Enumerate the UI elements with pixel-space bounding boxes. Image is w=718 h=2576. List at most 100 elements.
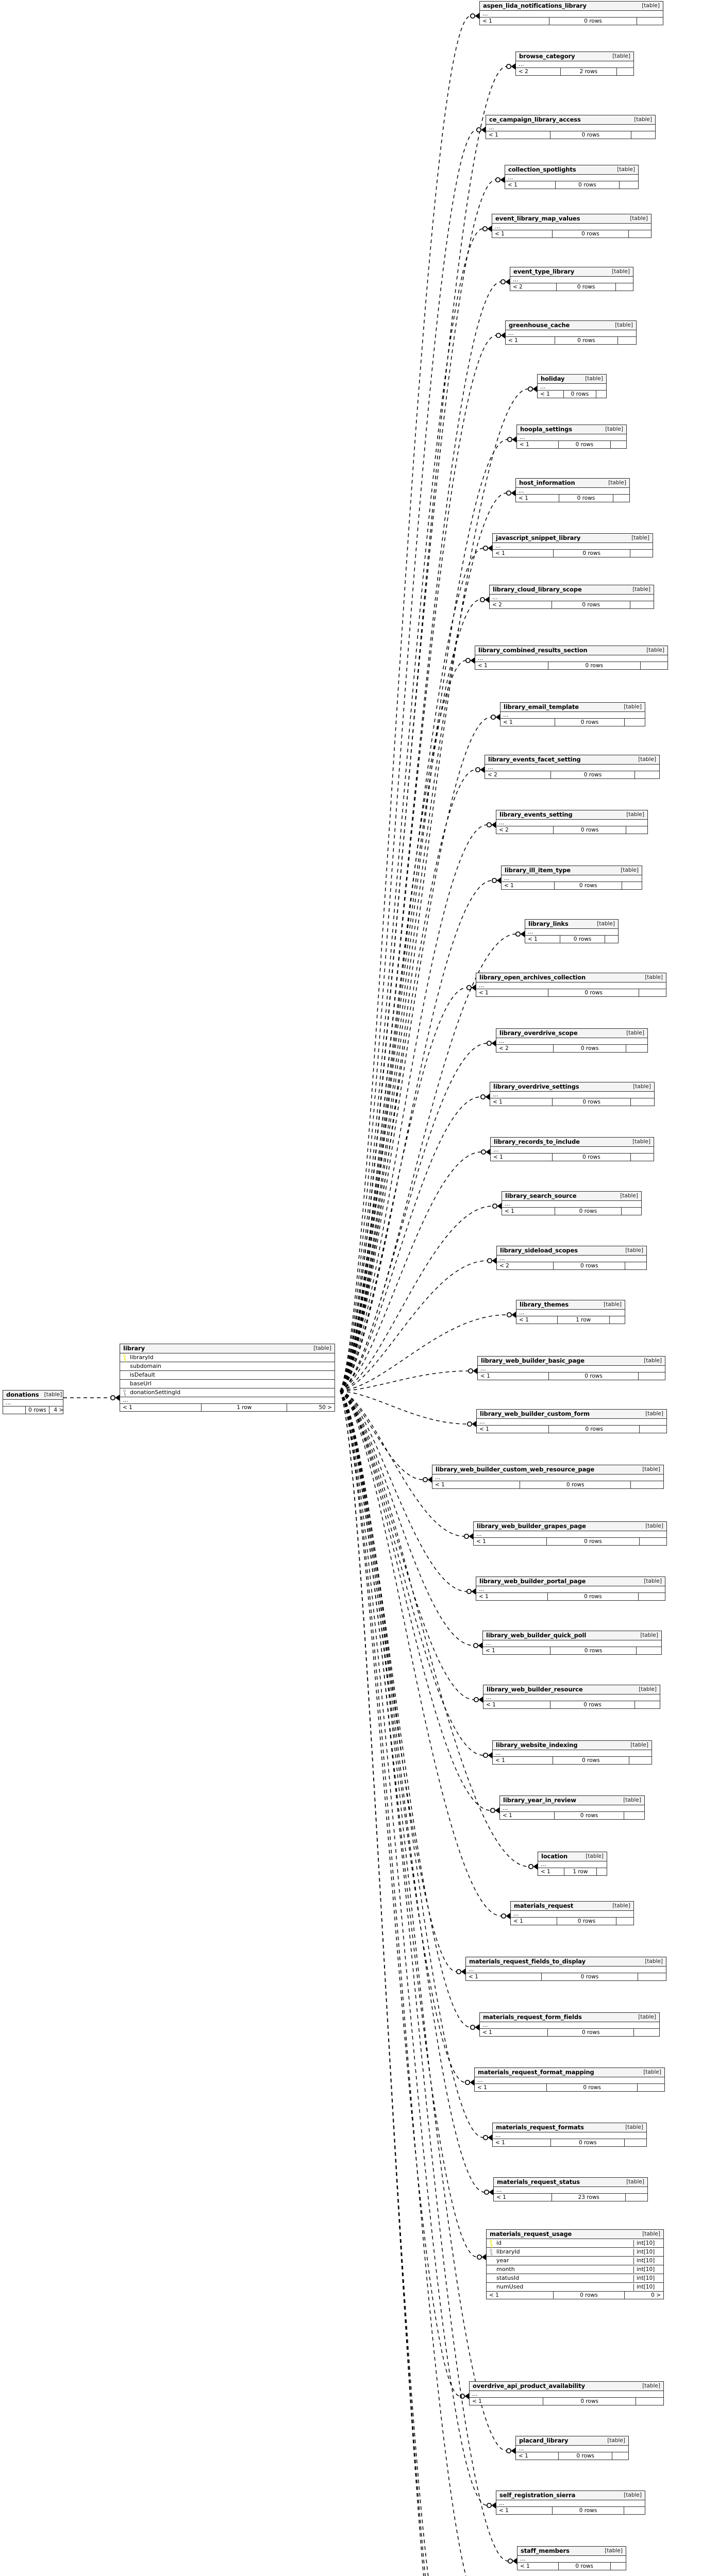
row-count: 0 rows bbox=[548, 989, 640, 997]
collapsed-columns-indicator: ... bbox=[476, 1586, 665, 1594]
table-node[interactable]: library_web_builder_resource[table]...< … bbox=[483, 1685, 660, 1709]
table-name: staff_members bbox=[521, 2547, 570, 2554]
table-header: ce_campaign_library_access[table] bbox=[486, 115, 655, 125]
child-count bbox=[618, 337, 636, 344]
table-node[interactable]: library_web_builder_custom_web_resource_… bbox=[432, 1465, 664, 1489]
column-row[interactable]: subdomain bbox=[120, 1362, 335, 1371]
table-node[interactable]: library_web_builder_portal_page[table]..… bbox=[476, 1577, 665, 1601]
table-node[interactable]: library_web_builder_basic_page[table]...… bbox=[477, 1356, 665, 1381]
row-count: 0 rows bbox=[548, 1593, 639, 1601]
collapsed-columns-indicator: ... bbox=[506, 330, 636, 337]
relationship-line bbox=[340, 548, 484, 1392]
column-row[interactable]: libraryId bbox=[120, 1353, 335, 1363]
crowsfoot-connector bbox=[470, 2024, 479, 2030]
table-header: library_open_archives_collection[table] bbox=[476, 973, 666, 983]
table-header: event_type_library[table] bbox=[510, 267, 633, 277]
table-type-label: [table] bbox=[642, 1466, 660, 1472]
crowsfoot-connector bbox=[500, 1913, 510, 1919]
collapsed-columns-indicator: ... bbox=[120, 1397, 335, 1404]
row-count: 0 rows bbox=[542, 1973, 638, 1981]
table-type-label: [table] bbox=[645, 1958, 663, 1964]
relationship-line bbox=[340, 1391, 491, 1811]
parent-count: < 1 bbox=[491, 1154, 553, 1161]
table-node[interactable]: materials_request_fields_to_display [tabl… bbox=[465, 1957, 666, 1981]
collapsed-columns-indicator: ... bbox=[516, 61, 633, 69]
table-name: materials_request_fields_to_display bbox=[469, 1958, 586, 1965]
column-row[interactable]: baseUrl bbox=[120, 1380, 335, 1389]
table-node[interactable]: library_open_archives_collection[table].… bbox=[476, 973, 666, 997]
column-row[interactable]: isDefault bbox=[120, 1371, 335, 1380]
table-node[interactable]: library_web_builder_quick_poll[table]...… bbox=[482, 1631, 662, 1655]
table-node[interactable]: library_events_facet_setting[table]...< … bbox=[485, 755, 660, 779]
crowsfoot-connector bbox=[422, 1477, 432, 1483]
relationship-line bbox=[340, 1391, 488, 2506]
row-count: 0 rows bbox=[555, 1812, 624, 1820]
table-node[interactable]: library_web_builder_custom_form[table]..… bbox=[476, 1409, 667, 1434]
table-node[interactable]: aspen_lida_notifications_library[table].… bbox=[479, 1, 663, 26]
table-type-label: [table] bbox=[44, 1391, 62, 1398]
table-node[interactable]: library_combined_results_section[table].… bbox=[475, 646, 668, 670]
table-name: hoopla_settings bbox=[520, 426, 573, 433]
collapsed-columns-indicator: ... bbox=[480, 2022, 659, 2029]
row-count: 0 rows bbox=[549, 1372, 639, 1380]
table-node[interactable]: library_web_builder_grapes_page[table]..… bbox=[473, 1521, 667, 1546]
collapsed-columns-indicator: ... bbox=[497, 1256, 646, 1263]
table-node[interactable]: materials_request_form_fields[table]...<… bbox=[479, 2012, 660, 2037]
column-row[interactable]: donationSettingId bbox=[120, 1388, 335, 1398]
child-count bbox=[626, 2194, 647, 2201]
crowsfoot-connector bbox=[507, 2558, 517, 2564]
parent-count: < 2 bbox=[496, 826, 554, 834]
table-node[interactable]: library_cloud_library_scope[table]...< 2… bbox=[489, 585, 654, 609]
crowsfoot-connector bbox=[495, 332, 505, 338]
child-count bbox=[616, 283, 633, 291]
collapsed-columns-indicator: ... bbox=[485, 765, 659, 772]
row-count: 0 rows bbox=[551, 2139, 625, 2147]
table-node[interactable]: materials_request_format_mapping[table].… bbox=[474, 2067, 665, 2092]
table-node[interactable]: overdrive_api_product_availability[table… bbox=[469, 2381, 664, 2406]
